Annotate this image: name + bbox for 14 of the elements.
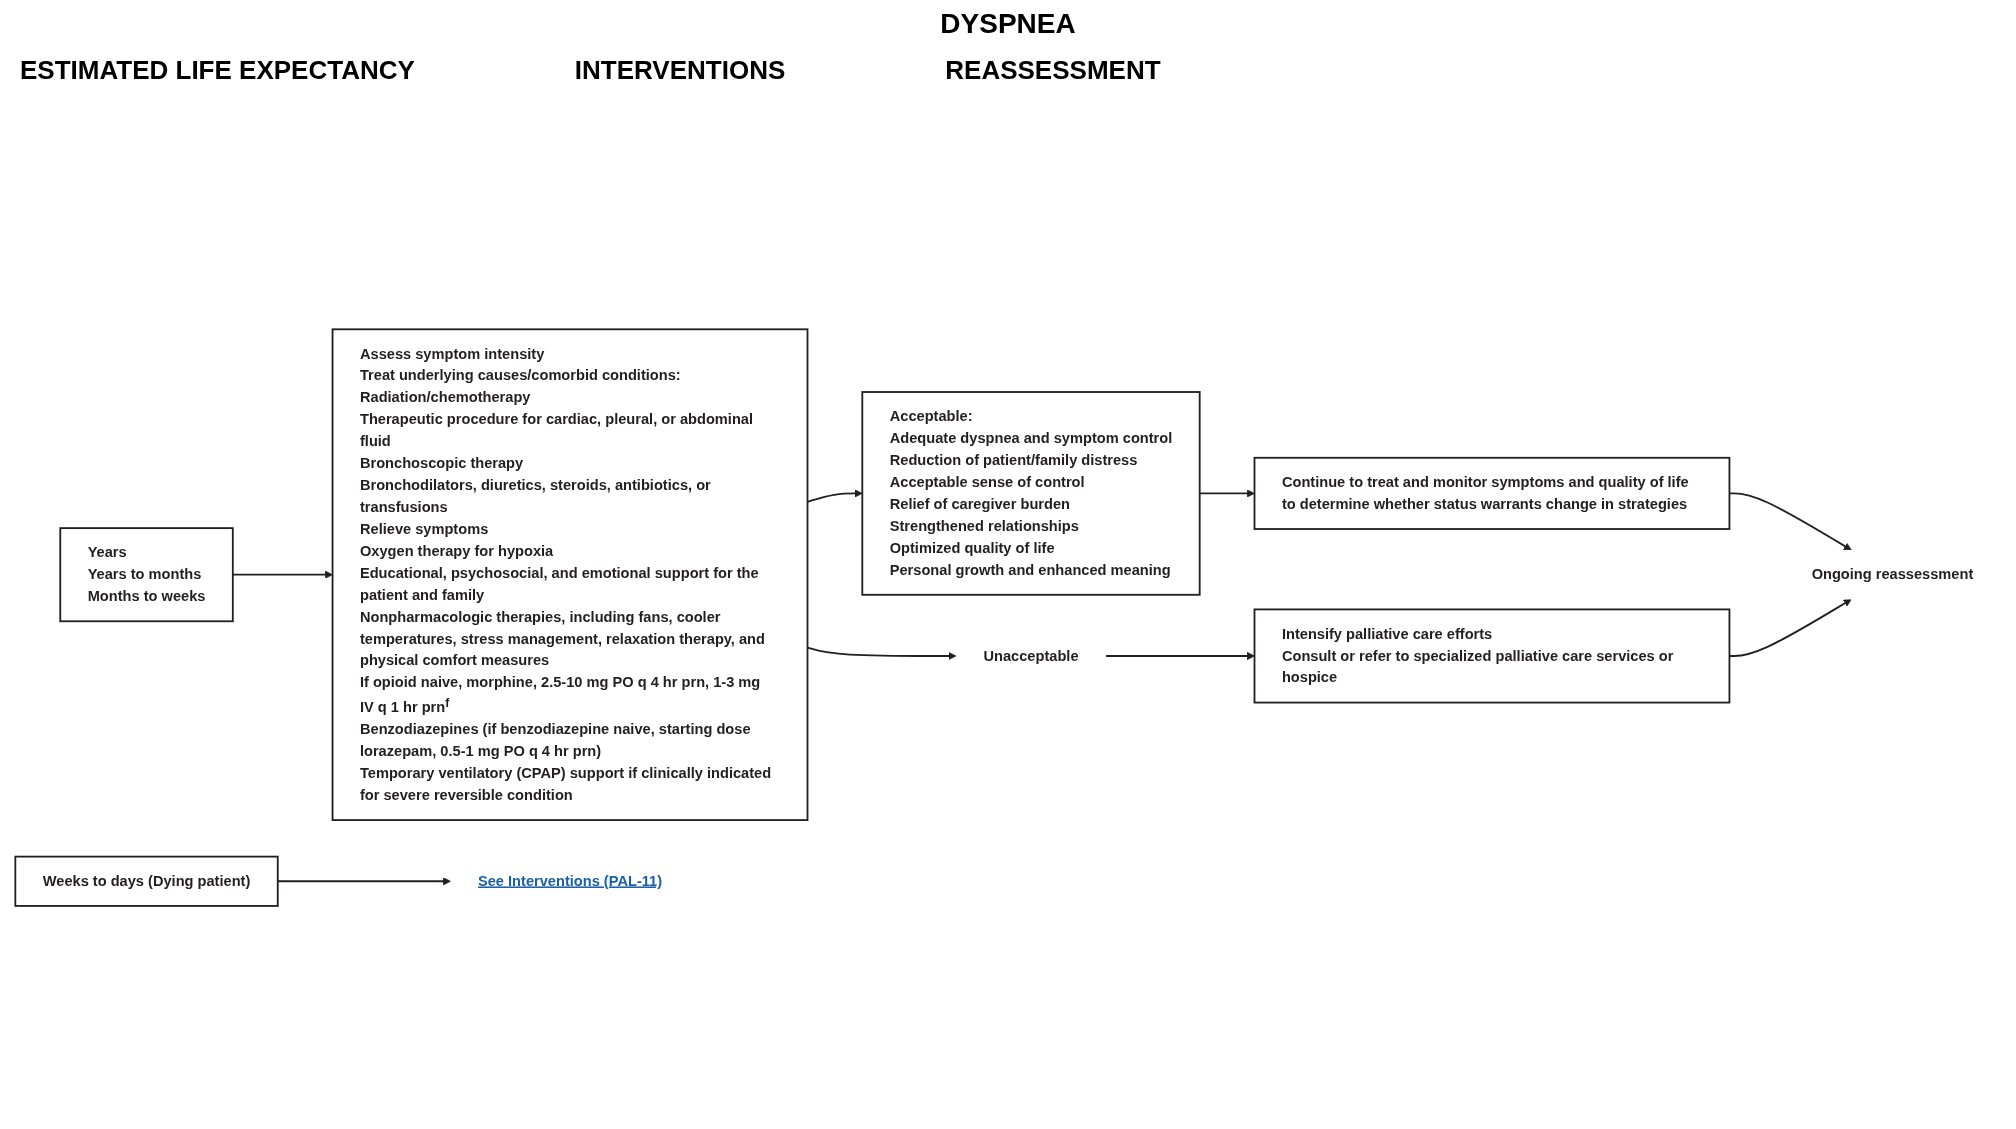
node-box: Assess symptom intensity Treat underlying causes/comorbid conditions: Radiation/chemotherapy Therapeutic procedure for cardiac, pleural, or abdominal fluid Bronchoscopic therapy Bronchodilators, diuretics, steroids, antibiotics, or transfusions Relieve symptoms Oxygen therapy for hypoxia Educational, psychosocial, and emotional support for the patient and family Nonpharmacologic therapies, including fans, cooler temperatures, stress management, relaxation therapy, and physical comfort measures If opioid naive, morphine, 2.5-10 mg PO q 4 hr prn, 1-3 mg IV q 1 hr prn$^{f}$ Benzodiazepines (if benzodiazepine naive, starting dose lorazepam, 0.5-1 mg PO q 4 hr prn) Temporary ventilatory (CPAP) support if clinically indicated for severe reversible condition [331,328,809,821]
node-text: Ongoing reassessment [1811,566,1974,582]
diagram-title: DYSPNEA [939,8,1077,40]
node-text: See Interventions (PAL-11) [477,872,663,889]
node-box: Continue to treat and monitor symptoms and quality of life to determine whether status warrants change in strategies [1253,456,1731,530]
column-heading: INTERVENTIONS [574,55,786,86]
node-box: Acceptable: Adequate dyspnea and symptom control Reduction of patient/family distress Acceptable sense of control Relief of caregiver burden Strengthened relationships Optimized quality of life Personal growth and enhanced meaning [861,391,1201,596]
column-heading: ESTIMATED LIFE EXPECTANCY [20,55,415,86]
column-heading: REASSESSMENT [945,55,1161,86]
node-text: Unacceptable [983,647,1079,664]
node-box: Years Years to months Months to weeks [59,527,234,623]
node-box: Weeks to days (Dying patient) [14,855,279,907]
arrow [1105,651,1255,660]
node-box: Intensify palliative care efforts Consult or refer to specialized palliative care services or hospice [1253,608,1731,704]
